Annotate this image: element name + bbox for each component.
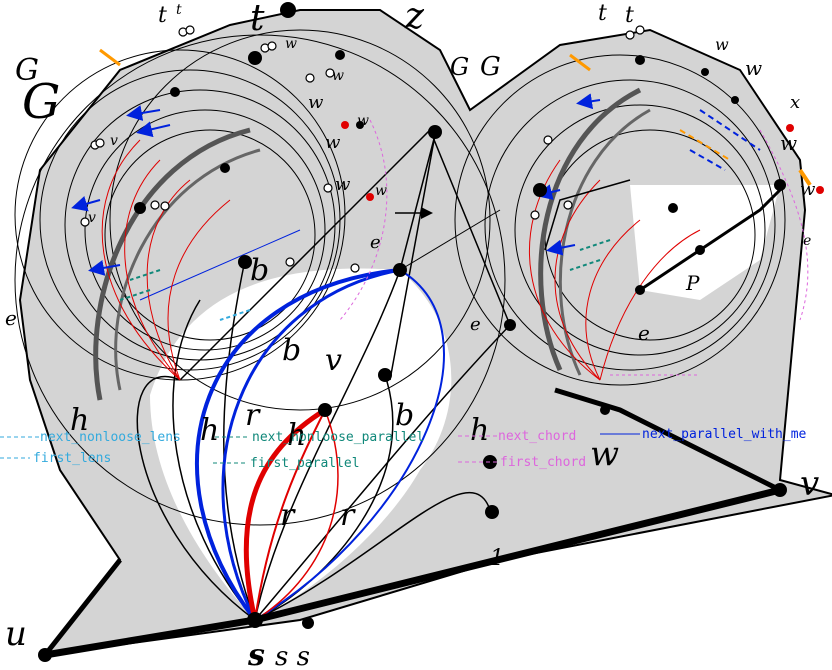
label-v-right: v [800,464,819,504]
blue-arrows [71,93,601,276]
label-P: P [685,271,700,295]
label-r1: r [340,498,356,533]
teal-arrows [119,239,611,321]
legend-next-chord: next_chord [498,429,576,444]
red-arcs [101,139,701,621]
red-vertices [341,121,824,201]
right-loops [454,54,786,386]
label-b2: b [282,333,301,368]
label-e-m-right: e [470,314,481,335]
label-s-small: s s [275,642,310,670]
label-w5-right: w [715,35,729,54]
label-h2: h [200,413,219,448]
label-h3: h [287,418,306,453]
label-t-right2: t [625,3,634,28]
label-G-small: G [15,53,39,88]
legend-first-chord: first_chord [500,455,586,470]
label-e-e: e [370,232,381,253]
label-u: u [5,614,27,654]
label-v: v [325,343,342,378]
label-t-prime: t [176,2,182,18]
legend-first-lens: first_lens [33,451,111,466]
label-G-right2: G [480,52,501,82]
label-G-right: G [450,53,469,81]
label-h1: h [70,403,89,438]
label-w2: w [325,132,341,153]
legend-next-nonloose-parallel: next_nonloose_parallel [252,430,424,445]
label-e-m: e [5,306,17,330]
label-w2b: w [375,183,387,199]
label-w3: w [308,92,324,113]
legend-first-parallel: first_parallel [250,456,360,471]
hollow-vertices [80,25,645,273]
label-s: s [247,638,265,670]
label-w2-right: w [780,131,797,155]
label-w1: w [335,174,351,195]
label-r3: r [245,398,261,433]
label-G-large: G [22,74,60,130]
label-w-q: w [590,434,619,474]
label-x4: x [790,92,800,113]
label-b1: b [395,398,414,433]
label-t-top: t [158,3,167,28]
left-loops [14,29,506,526]
label-e-j1: e [638,321,650,345]
label-r2: r [280,498,296,533]
label-z: z [404,0,425,37]
label-t-right: t [598,1,607,26]
label-w4-right: w [745,56,762,80]
blue-arcs [139,229,445,622]
chord-dotted [339,119,809,376]
legend-next-parallel-with-me: next_parallel_with_me [642,427,807,442]
legend-next-nonloose-lens: next_nonloose_lens [40,430,181,445]
label-w3b: w [357,113,369,129]
vertex-t [280,2,296,18]
label-v7: v [110,133,118,149]
label-w5: w [285,36,297,52]
label-e-right: e [803,233,811,249]
label-w1-right: w [800,179,816,200]
label-b3: b [250,253,269,288]
label-v8: v [88,210,96,226]
label-one-bottom: 1 [490,546,504,571]
vertex-s [247,612,263,628]
vertex-v-right [773,483,787,497]
vertex-dots [38,2,787,662]
label-h4: h [470,413,489,448]
dashed-arrows [99,48,812,187]
vertex-u [38,648,52,662]
label-w4: w [332,68,344,84]
label-t-big: t [250,0,265,39]
